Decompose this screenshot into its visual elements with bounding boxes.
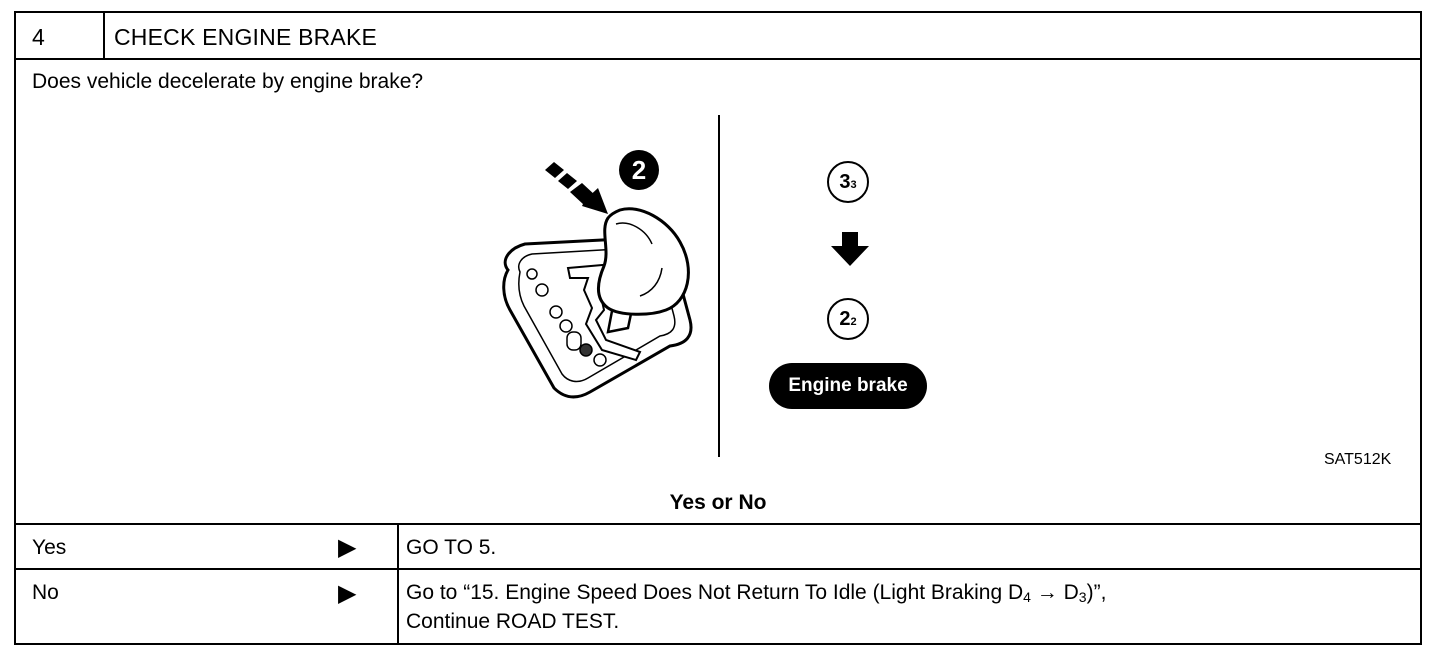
row-yes-action: GO TO 5. [406,536,497,559]
row-rule-middle [14,568,1422,570]
step-title: CHECK ENGINE BRAKE [114,24,378,50]
row-no-action-line1: Go to “15. Engine Speed Does Not Return … [406,581,1107,605]
header-divider [103,11,105,60]
row-yes-arrow-icon: ▶ [338,534,357,561]
row-no-action-line2: Continue ROAD TEST. [406,610,620,633]
position-to-main: 2 [839,308,851,330]
down-arrow-icon [831,232,869,266]
row-yes-label: Yes [32,536,67,559]
step-number: 4 [32,24,45,50]
position-from-badge: 33 [827,161,869,203]
row-rule-top [14,523,1422,525]
header-rule [14,58,1422,60]
row-no-sub-a: 4 [1023,589,1031,605]
shift-marker-label: 2 [632,155,646,185]
row-column-divider [397,523,399,645]
row-no-label: No [32,581,59,604]
push-arrow-icon [545,162,608,214]
row-no-arrow-icon: ▶ [338,580,357,607]
figure-code: SAT512K [1324,451,1392,468]
engine-brake-pill: Engine brake [769,363,927,409]
shift-lever-illustration: 2 [502,150,693,399]
question-text: Does vehicle decelerate by engine brake? [32,70,424,93]
procedure-table [14,11,1422,645]
row-no-sub-b: 3 [1078,589,1087,605]
row-no-text-post: )”, [1086,581,1107,604]
row-no-text-pre: Go to “15. Engine Speed Does Not Return … [406,581,1024,604]
engine-brake-label: Engine brake [788,375,908,396]
row-no-arrow-mid: → D [1030,581,1079,604]
position-from-sub: 3 [850,179,857,191]
figure-divider [718,115,720,457]
decision-header: Yes or No [669,491,767,514]
position-from-main: 3 [839,171,851,193]
position-to-badge: 22 [827,298,869,340]
position-to-sub: 2 [850,316,857,328]
